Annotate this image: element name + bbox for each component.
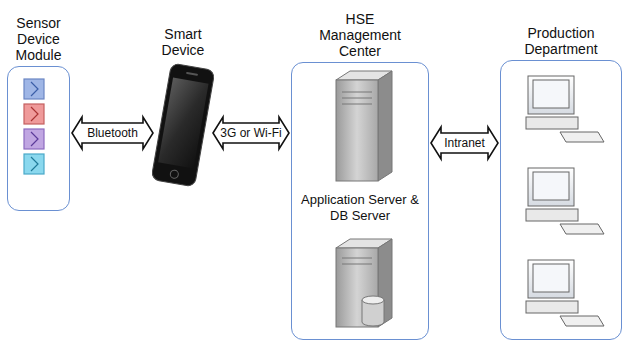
department-box: Production Department (500, 60, 622, 340)
block-arrow (431, 127, 498, 159)
sensor-icons (24, 79, 44, 174)
edge-label: 3G or Wi-Fi (218, 126, 283, 140)
center-box: HSE Management CenterApplication Server … (291, 62, 429, 340)
node-heading: Production Department (504, 25, 618, 57)
edge-label: Intranet (442, 136, 487, 150)
smartphone-icon (151, 63, 215, 187)
block-arrow (213, 117, 289, 149)
node-heading: Smart Device (152, 26, 214, 58)
block-arrow (72, 117, 153, 149)
node-heading: HSE Management Center (308, 11, 412, 59)
computer-icons (526, 76, 604, 326)
module-box: Sensor Device Module (7, 66, 70, 211)
node-heading: Sensor Device Module (3, 15, 75, 63)
node-text: Application Server & DB Server (292, 191, 428, 225)
edge-label: Bluetooth (85, 126, 140, 140)
device-box: Smart Device (155, 62, 211, 187)
